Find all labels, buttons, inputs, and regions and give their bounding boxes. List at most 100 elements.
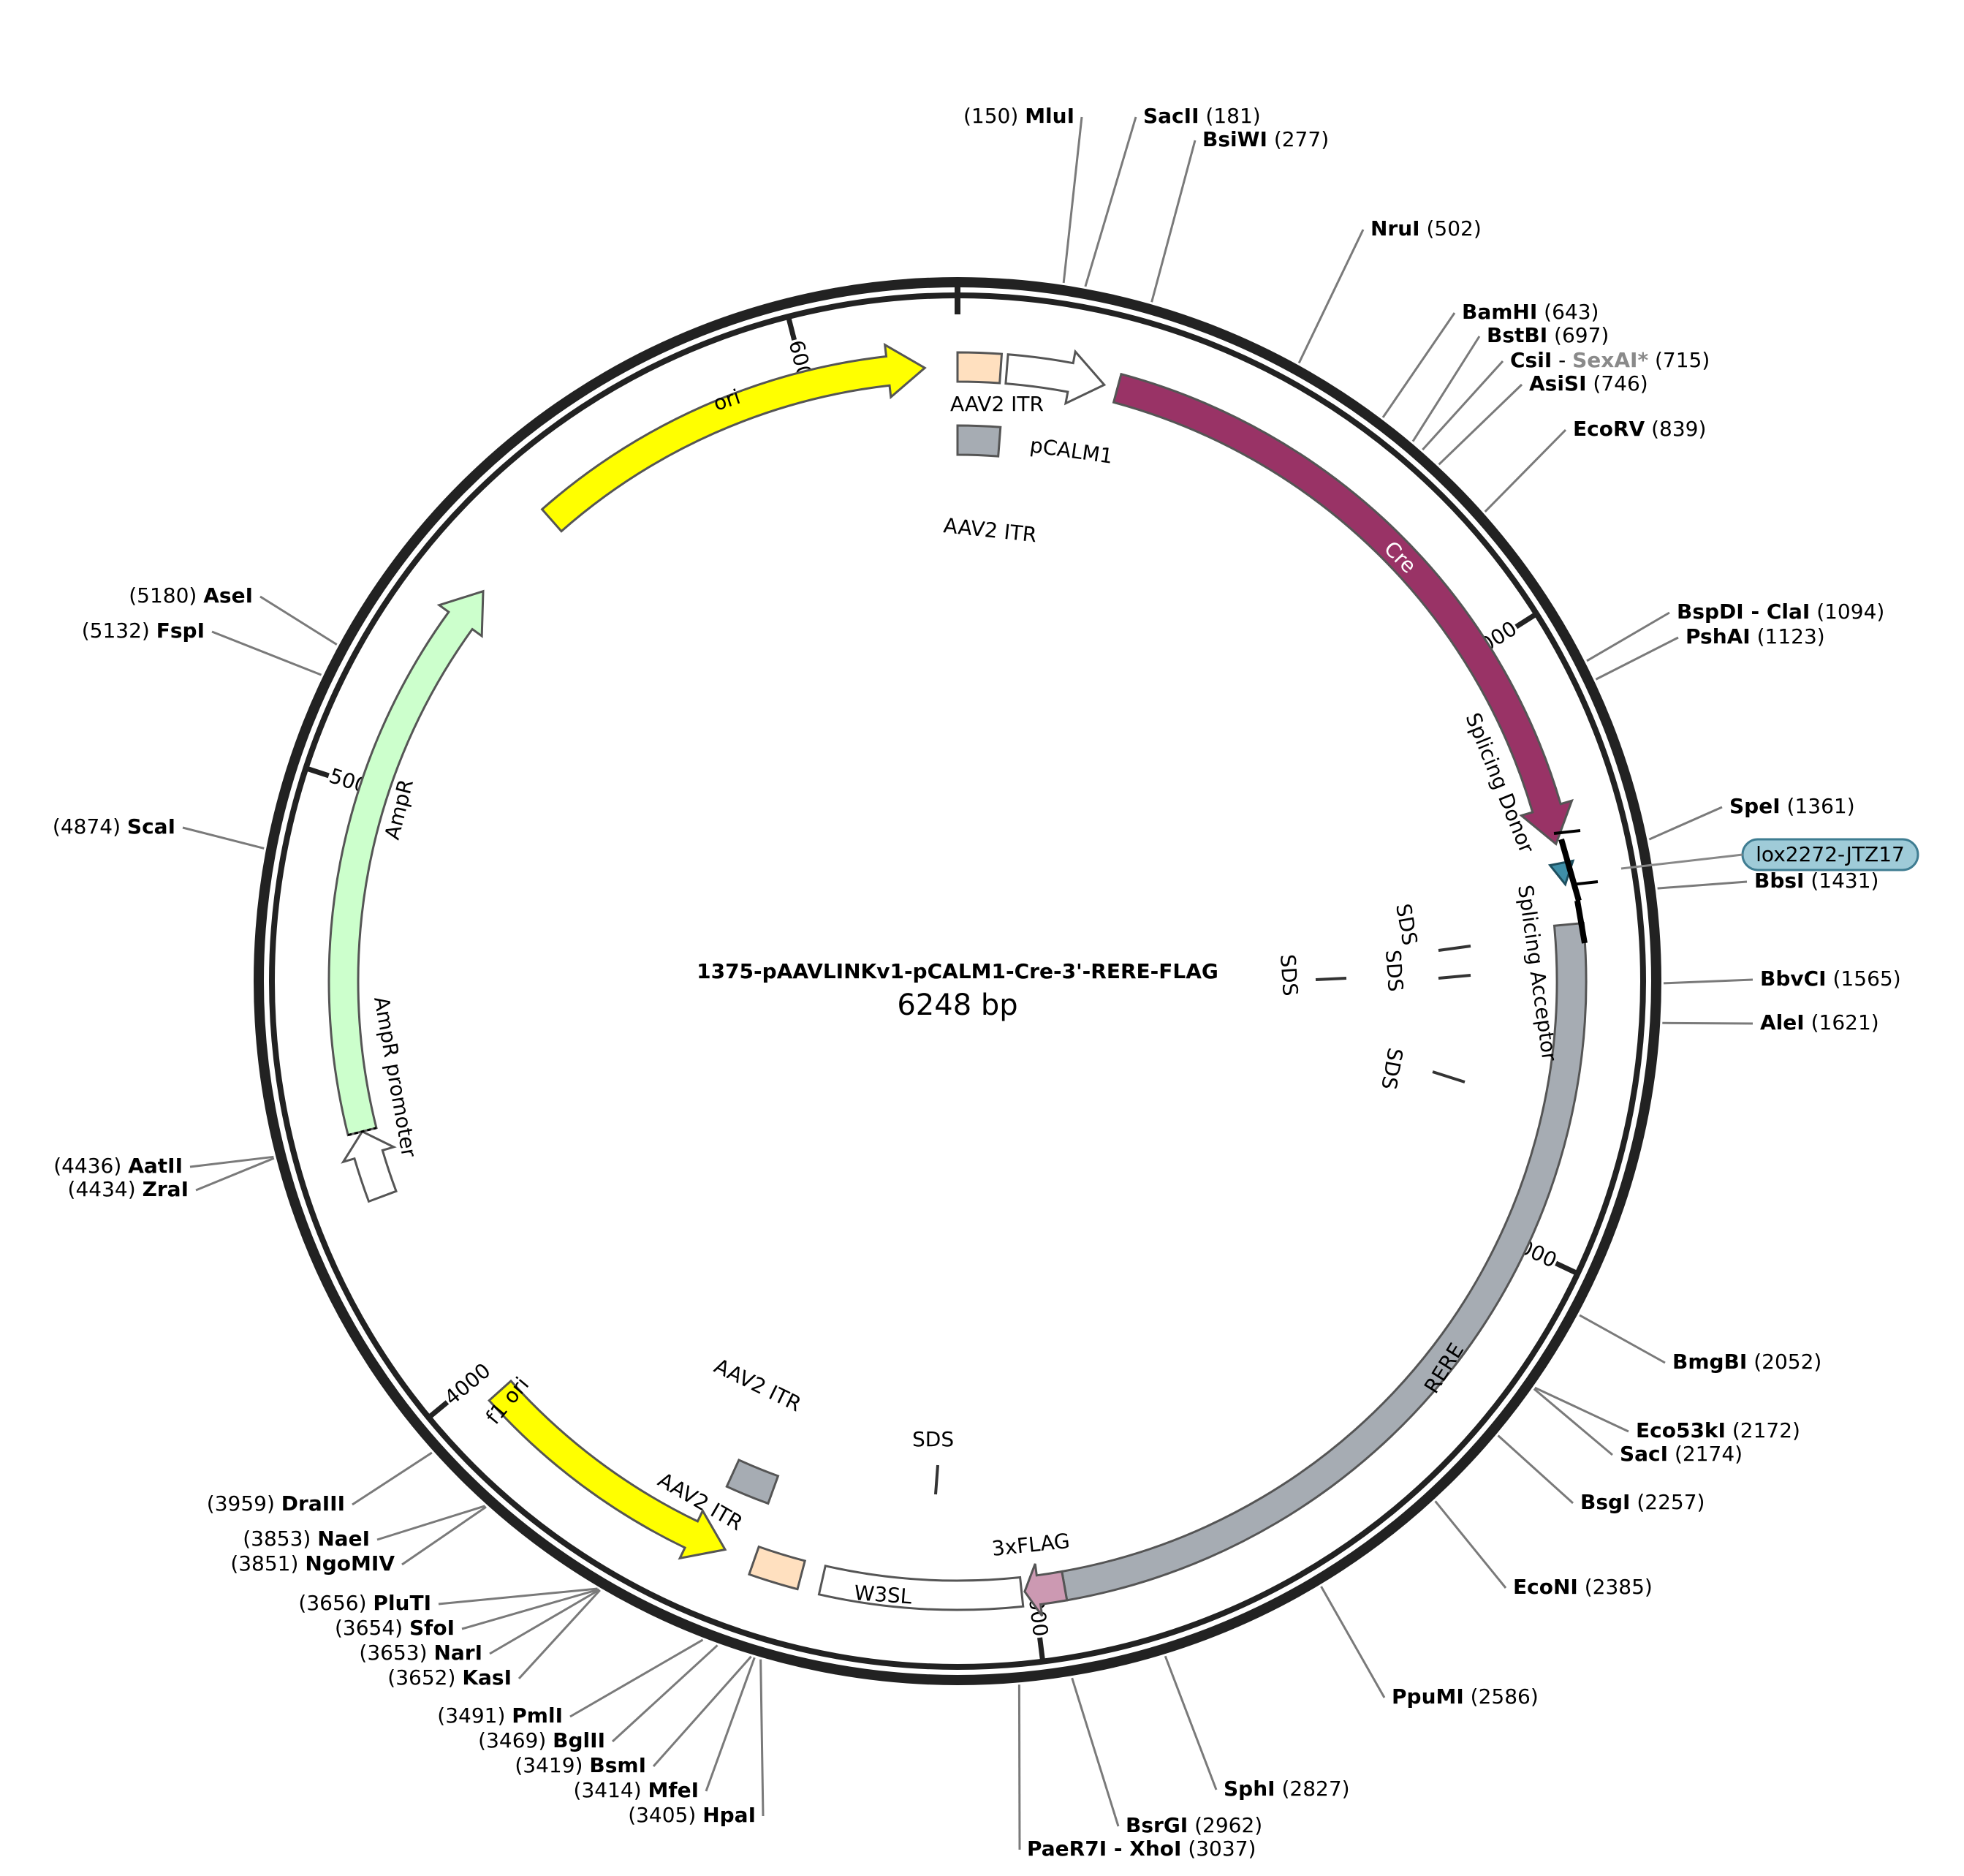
site-leader-3853 xyxy=(376,1505,486,1541)
feature-pcalm1 xyxy=(1004,349,1107,406)
tick-mark-2000 xyxy=(1555,1260,1577,1275)
feature-f1ori xyxy=(488,1379,727,1560)
site-label-1094: BspDI - ClaI (1094) xyxy=(1677,600,1884,624)
splice-tick-2 xyxy=(1571,880,1599,886)
plasmid-title: 1375-pAAVLINKv1-pCALM1-Cre-3'-RERE-FLAG … xyxy=(697,959,1218,1022)
site-leader-3405 xyxy=(759,1659,765,1817)
site-leader-181 xyxy=(1084,116,1137,287)
site-label-2586: PpuMI (2586) xyxy=(1392,1684,1539,1709)
site-leader-3851 xyxy=(401,1505,487,1566)
site-leader-839 xyxy=(1484,428,1567,513)
ampr-promoter-boundary xyxy=(347,1127,377,1137)
w3sl-label: W3SL xyxy=(854,1581,913,1608)
site-leader-697 xyxy=(1411,336,1481,442)
site-leader-3656 xyxy=(438,1587,598,1605)
site-leader-3652 xyxy=(517,1589,601,1680)
site-label-3652: (3652) KasI xyxy=(387,1665,512,1690)
sds-label-5: SDS xyxy=(912,1427,954,1451)
site-label-5180: (5180) AseI xyxy=(129,583,253,608)
site-label-3851: (3851) NgoMIV xyxy=(230,1551,395,1576)
site-label-1123: PshAI (1123) xyxy=(1686,624,1825,648)
ampr-promoter-label: AmpR promoter xyxy=(369,994,421,1159)
site-leader-1361 xyxy=(1648,806,1723,841)
tick-mark-5000 xyxy=(307,766,330,779)
site-label-3405: (3405) HpaI xyxy=(628,1803,756,1827)
itr2-label: AAV2 ITR xyxy=(942,513,1038,547)
plasmid-name: 1375-pAAVLINKv1-pCALM1-Cre-3'-RERE-FLAG xyxy=(697,959,1218,983)
site-leader-3491 xyxy=(569,1638,704,1718)
site-leader-150 xyxy=(1062,116,1083,284)
site-label-2827: SphI (2827) xyxy=(1224,1777,1350,1801)
site-label-1431: BbsI (1431) xyxy=(1754,869,1878,893)
site-leader-1431 xyxy=(1657,880,1748,890)
site-leader-2052 xyxy=(1579,1314,1666,1364)
site-label-2052: BmgBI (2052) xyxy=(1672,1350,1821,1374)
site-label-3853: (3853) NaeI xyxy=(243,1527,370,1551)
sds-mark-1 xyxy=(1438,945,1471,952)
site-leader-1621 xyxy=(1662,1021,1753,1025)
site-label-839: EcoRV (839) xyxy=(1573,417,1706,441)
site-label-4436: (4436) AatII xyxy=(53,1154,183,1178)
site-label-3654: (3654) SfoI xyxy=(335,1616,455,1640)
site-leader-4436 xyxy=(189,1155,274,1168)
itr4-label: AAV2 ITR xyxy=(710,1354,805,1417)
site-label-3656: (3656) PluTI xyxy=(298,1591,431,1615)
site-label-277: BsiWI (277) xyxy=(1202,127,1329,151)
site-label-5132: (5132) FspI xyxy=(82,619,205,643)
site-leader-3419 xyxy=(652,1655,752,1767)
feature-cre xyxy=(1112,372,1574,846)
site-leader-1123 xyxy=(1595,636,1679,681)
sds-mark-5 xyxy=(934,1464,939,1495)
site-label-3469: (3469) BglII xyxy=(478,1728,605,1752)
site-label-2172: Eco53kI (2172) xyxy=(1636,1418,1800,1442)
site-label-2257: BsgI (2257) xyxy=(1580,1490,1705,1514)
site-label-746: AsiSI (746) xyxy=(1529,371,1648,396)
site-label-1361: SpeI (1361) xyxy=(1729,794,1855,818)
site-leader-2385 xyxy=(1434,1500,1507,1589)
lox-label-text: lox2272-JTZ17 xyxy=(1756,842,1905,866)
splice-black-segment xyxy=(1558,838,1588,944)
site-leader-1094 xyxy=(1586,611,1670,662)
site-label-3414: (3414) MfeI xyxy=(574,1778,699,1802)
splice-junction-marks xyxy=(1553,829,1599,944)
site-label-3959: (3959) DraIII xyxy=(207,1491,345,1516)
site-leader-lines xyxy=(182,116,1753,1850)
site-leader-2172 xyxy=(1534,1386,1629,1433)
site-leader-5132 xyxy=(211,630,322,676)
site-leader-2257 xyxy=(1497,1434,1574,1505)
features xyxy=(327,342,1588,1617)
flag-label: 3xFLAG xyxy=(990,1529,1071,1561)
site-leader-746 xyxy=(1438,383,1523,466)
sds-mark-4 xyxy=(1432,1070,1466,1083)
site-leader-277 xyxy=(1150,140,1197,303)
site-label-1565: BbvCI (1565) xyxy=(1760,967,1901,991)
tick-mark-1000 xyxy=(1514,613,1536,629)
feature-ampr xyxy=(327,589,485,1137)
site-leader-2827 xyxy=(1164,1655,1218,1790)
lox-label-leader xyxy=(1620,853,1743,870)
feature-flag xyxy=(1023,1563,1069,1617)
feature-amppromoter xyxy=(341,1130,398,1203)
site-label-1621: AleI (1621) xyxy=(1760,1010,1879,1035)
site-leader-4434 xyxy=(195,1157,275,1192)
site-leader-1565 xyxy=(1663,978,1753,985)
site-leader-3037 xyxy=(1017,1684,1021,1850)
site-leader-4874 xyxy=(182,826,265,850)
tick-mark-3000 xyxy=(1037,1637,1045,1660)
splicing-acceptor-label: Splicing Acceptor xyxy=(1513,883,1562,1062)
tick-mark-4000 xyxy=(428,1400,450,1418)
sds-label-3: SDS xyxy=(1381,949,1408,992)
site-label-2962: BsrGI (2962) xyxy=(1126,1813,1262,1837)
site-leader-2586 xyxy=(1320,1586,1386,1698)
site-label-3491: (3491) PmlI xyxy=(437,1703,563,1728)
site-label-697: BstBI (697) xyxy=(1487,323,1609,347)
backbone-outer-ring xyxy=(254,277,1661,1685)
site-label-4434: (4434) ZraI xyxy=(68,1177,189,1201)
site-leader-3654 xyxy=(461,1588,599,1630)
sds-mark-3 xyxy=(1438,974,1471,980)
tick-label-4000: 4000 xyxy=(440,1358,496,1410)
site-leader-5180 xyxy=(259,595,338,646)
site-label-150: (150) MluI xyxy=(963,104,1074,128)
site-leader-2174 xyxy=(1533,1388,1613,1456)
site-label-3653: (3653) NarI xyxy=(359,1641,482,1665)
